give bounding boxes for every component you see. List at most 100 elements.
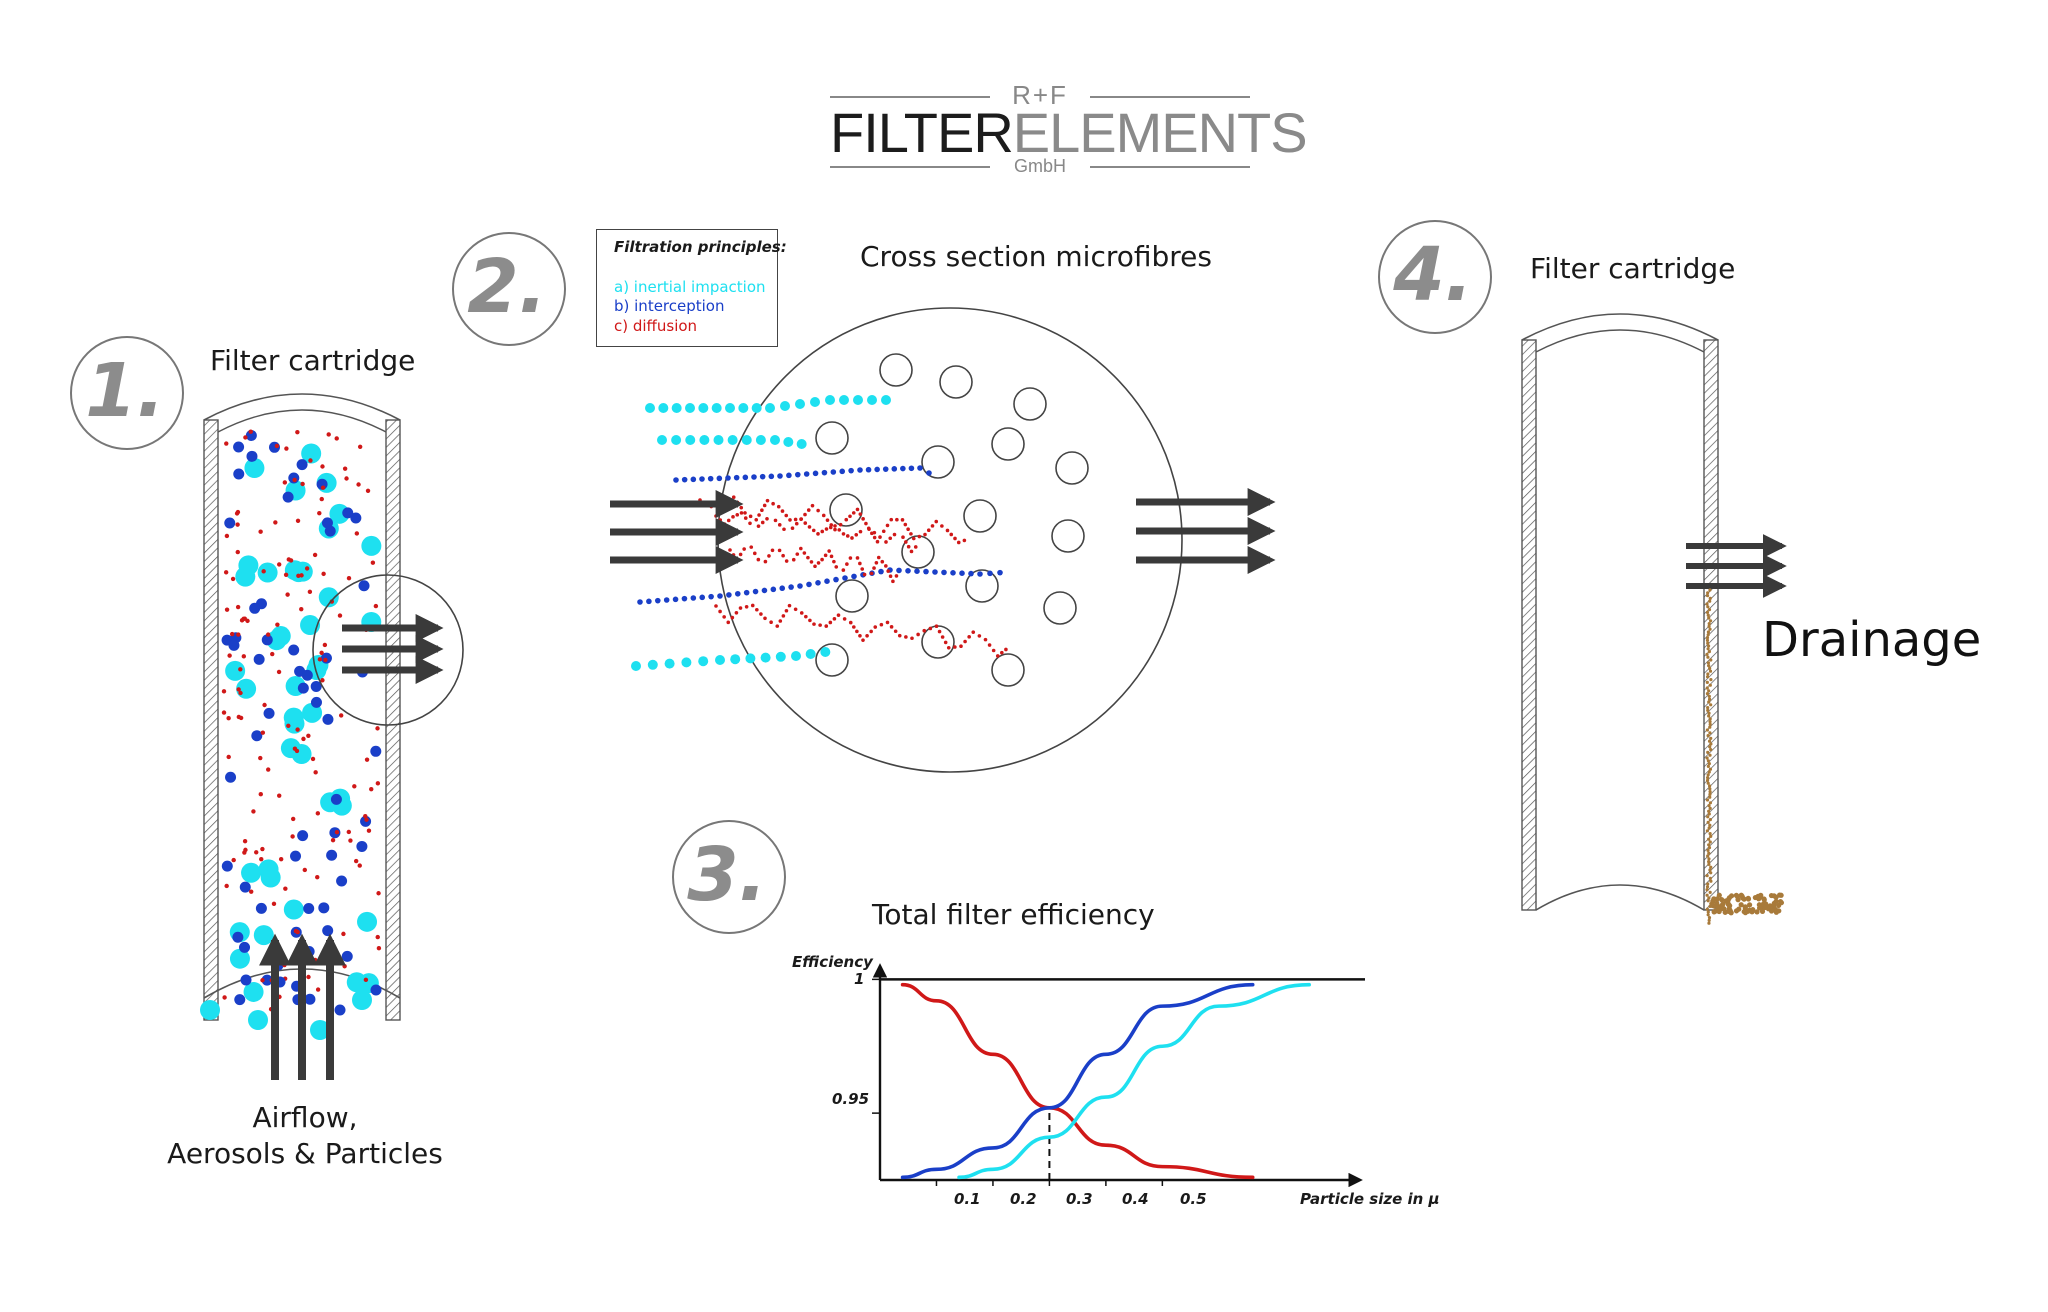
path-dot: [749, 545, 754, 549]
drain-droplet: [1708, 832, 1712, 836]
path-dot: [908, 465, 915, 472]
airflow-line-2: Aerosols & Particles: [167, 1137, 443, 1170]
path-dot: [790, 526, 795, 531]
path-dot: [977, 571, 983, 577]
logo-sub-text: GmbH: [1013, 156, 1066, 176]
drain-droplet: [1709, 871, 1713, 875]
particle-small: [342, 466, 348, 471]
particle-small: [364, 817, 369, 822]
path-dot: [770, 548, 775, 553]
path-dot: [783, 437, 794, 447]
path-dot: [875, 539, 880, 544]
particle-small: [307, 589, 313, 595]
particle-small: [275, 622, 280, 627]
path-dot: [806, 508, 811, 512]
drain-droplet: [1747, 902, 1753, 908]
particle-large: [346, 972, 367, 993]
path-dot: [816, 508, 820, 513]
airflow-label: Airflow,Aerosols & Particles: [150, 1100, 460, 1172]
path-dot: [778, 619, 783, 623]
drain-droplet: [1708, 792, 1712, 796]
path-dot: [734, 590, 741, 597]
path-dot: [836, 613, 841, 617]
path-dot: [777, 548, 782, 553]
particle-large: [288, 562, 309, 583]
cartridge-4-top: [1521, 313, 1719, 341]
particle-small: [243, 847, 248, 853]
drain-droplet: [1708, 767, 1713, 771]
path-dot: [784, 608, 789, 613]
drain-droplet: [1707, 697, 1712, 701]
drain-droplet: [1705, 756, 1709, 760]
path-dot: [977, 634, 982, 638]
particle-medium: [296, 459, 308, 471]
path-dot: [833, 576, 839, 583]
particle-small: [323, 657, 328, 663]
path-dot: [934, 624, 939, 629]
drain-droplet: [1707, 916, 1712, 920]
drain-droplet: [1707, 689, 1711, 693]
path-dot: [726, 518, 731, 523]
drain-droplet: [1707, 851, 1711, 855]
particle-small: [308, 458, 313, 463]
particle-small: [223, 570, 229, 575]
path-dot: [812, 622, 816, 626]
drain-droplet: [1709, 678, 1713, 682]
cartridge-1-outflow-arrows: [342, 614, 444, 684]
particle-small: [300, 481, 305, 487]
path-dot: [739, 511, 744, 515]
logo-word-elements: ELEMENTS: [1012, 101, 1308, 164]
particle-small: [369, 786, 374, 792]
particle-small: [342, 964, 347, 969]
particle-medium: [282, 491, 294, 503]
path-dot: [839, 395, 849, 405]
drain-droplet: [1708, 806, 1712, 810]
particle-small: [262, 702, 267, 708]
particle-small: [258, 755, 263, 761]
drain-droplet: [1745, 895, 1751, 901]
drain-droplet: [1706, 647, 1710, 651]
microfibre: [835, 579, 869, 613]
chart-xtick-02: 0.2: [1010, 1190, 1037, 1208]
drain-droplet: [1706, 672, 1710, 676]
drain-droplet: [1750, 907, 1756, 913]
path-dot: [821, 513, 826, 518]
particle-small: [283, 572, 289, 578]
path-dot: [820, 557, 824, 562]
path-dot: [923, 532, 927, 537]
path-dot: [865, 633, 869, 638]
path-dot: [646, 598, 652, 605]
particle-medium: [310, 696, 322, 708]
drain-droplet: [1705, 728, 1709, 732]
path-dot: [838, 522, 843, 527]
path-dot: [937, 629, 942, 634]
path-dot: [858, 561, 862, 566]
particle-small: [265, 632, 271, 637]
path-dot: [803, 512, 807, 517]
path-dot: [806, 555, 810, 560]
path-dot: [748, 514, 753, 519]
drain-droplet: [1706, 781, 1710, 785]
particle-small: [227, 653, 232, 658]
microfibre: [965, 569, 999, 603]
legend-item-inertial: a) inertial impaction: [614, 278, 766, 296]
path-dot: [762, 503, 767, 508]
particle-small: [306, 974, 311, 980]
cartridge-1-top: [203, 393, 401, 421]
path-dot: [813, 564, 817, 569]
cartridge-1-wall-left: [203, 419, 219, 1021]
path-dot: [771, 501, 775, 506]
chart-y-label: Efficiency: [792, 953, 873, 971]
path-dot: [796, 439, 807, 449]
path-dot: [708, 593, 714, 600]
microfibre: [815, 421, 849, 455]
drain-droplet: [1709, 742, 1713, 746]
particle-small: [375, 781, 381, 786]
particle-medium: [356, 840, 368, 852]
path-dot: [923, 568, 929, 575]
path-dot: [797, 583, 803, 589]
path-dot: [1004, 647, 1008, 652]
path-dot: [777, 523, 782, 527]
path-dot: [716, 475, 723, 482]
particle-large: [257, 562, 278, 583]
